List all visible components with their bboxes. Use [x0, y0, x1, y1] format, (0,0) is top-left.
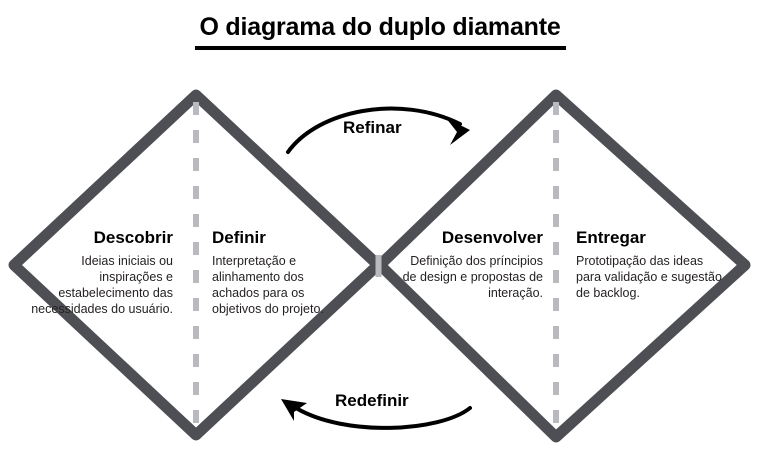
phase-heading-entregar: Entregar — [576, 228, 646, 247]
phase-block-desenvolver: Desenvolver Definição dos príncipios de … — [400, 228, 543, 301]
phase-heading-desenvolver: Desenvolver — [441, 228, 543, 247]
phase-block-entregar: Entregar Prototipação das ideas para val… — [576, 228, 726, 301]
phase-body-entregar: Prototipação das ideas para validação e … — [576, 254, 722, 300]
second-diamond-shape — [374, 89, 751, 443]
page-title-text: O diagrama do duplo diamante — [199, 13, 561, 41]
phase-body-desenvolver: Definição dos príncipios de design e pro… — [402, 254, 543, 300]
phase-block-definir: Definir Interpretação e alinhamento dos … — [212, 228, 352, 317]
curved-arrow-right-icon — [286, 106, 470, 154]
phase-block-descobrir: Descobrir Ideias iniciais ou inspirações… — [18, 228, 173, 317]
page-title: O diagrama do duplo diamante — [0, 12, 760, 50]
curved-arrow-left-icon — [281, 399, 472, 430]
phase-heading-descobrir: Descobrir — [93, 228, 173, 247]
arrow-label-redefinir: Redefinir — [335, 391, 409, 410]
first-diamond-shape — [8, 89, 384, 441]
arrow-label-refinar: Refinar — [343, 118, 402, 137]
phase-body-descobrir: Ideias iniciais ou inspirações e estabel… — [31, 254, 173, 316]
phase-body-definir: Interpretação e alinhamento dos achados … — [212, 254, 324, 316]
title-underline — [194, 46, 566, 50]
phase-heading-definir: Definir — [212, 228, 266, 247]
